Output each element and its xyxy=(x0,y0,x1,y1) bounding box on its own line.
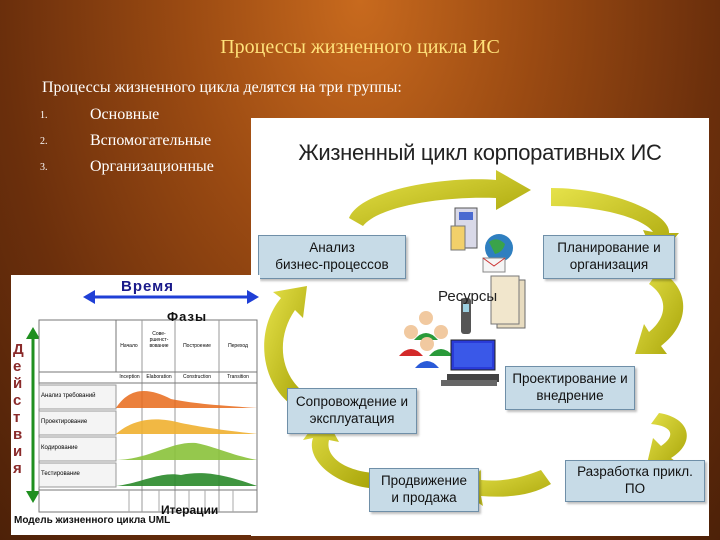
cycle-arrow-icon xyxy=(646,413,687,468)
resources-label: Ресурсы xyxy=(438,288,498,305)
lifecycle-diagram: Жизненный цикл корпоративных ИС Ресурсы … xyxy=(251,118,709,536)
list-number: 2. xyxy=(40,136,48,147)
arrow-up-icon xyxy=(26,327,40,339)
cycle-arrow-icon xyxy=(456,470,551,506)
resources-illustration xyxy=(399,207,526,386)
cycle-arrow-icon xyxy=(264,286,307,403)
actions-label: Действия xyxy=(13,341,24,477)
list-label: Основные xyxy=(90,106,160,123)
phase-header: Начало xyxy=(120,343,138,349)
phase-header: Сове- ршенст- вование xyxy=(149,331,169,349)
rup-caption: Модель жизненного цикла UML xyxy=(14,515,171,526)
list-number: 3. xyxy=(40,162,48,173)
cycle-arrow-icon xyxy=(635,270,684,354)
stage-development: Разработка прикл. ПО xyxy=(565,460,705,502)
stage-planning: Планирование и организация xyxy=(543,235,675,279)
phase-header-en: Inception xyxy=(119,374,140,380)
stage-promotion: Продвижение и продажа xyxy=(369,468,479,512)
workflow-label: Кодирование xyxy=(41,445,78,451)
phase-header-en: Construction xyxy=(182,374,212,380)
phase-header: Переход xyxy=(228,343,248,349)
rup-graphics xyxy=(26,290,259,513)
rup-diagram: Время Фазы Действия Начало Сове- ршенст-… xyxy=(11,275,260,535)
list-number: 1. xyxy=(40,110,48,121)
list-label: Вспомогательные xyxy=(90,132,212,149)
iterations-label: Итерации xyxy=(161,503,219,517)
workflow-label: Тестирование xyxy=(41,471,80,477)
stage-maintenance: Сопровождение и эксплуатация xyxy=(287,388,417,434)
cycle-arrow-icon xyxy=(551,188,679,260)
diagram-title: Жизненный цикл корпоративных ИС xyxy=(298,140,662,165)
arrow-left-icon xyxy=(83,290,95,304)
stage-analysis: Анализ бизнес-процессов xyxy=(258,235,406,279)
slide-intro: Процессы жизненного цикла делятся на три… xyxy=(42,79,402,96)
workflow-label: Проектирование xyxy=(41,419,88,425)
stage-design: Проектирование и внедрение xyxy=(505,366,635,410)
arrow-down-icon xyxy=(26,491,40,503)
cycle-arrow-icon xyxy=(349,170,531,226)
phase-header-en: Transition xyxy=(227,374,249,380)
slide-title: Процессы жизненного цикла ИС xyxy=(220,36,500,58)
phase-header-en: Elaboration xyxy=(146,374,172,380)
time-label: Время xyxy=(121,278,174,295)
list-label: Организационные xyxy=(90,158,214,175)
workflow-label: Анализ требований xyxy=(41,393,96,399)
arrow-right-icon xyxy=(247,290,259,304)
phase-header: Построение xyxy=(183,343,211,349)
phases-label: Фазы xyxy=(167,309,208,324)
